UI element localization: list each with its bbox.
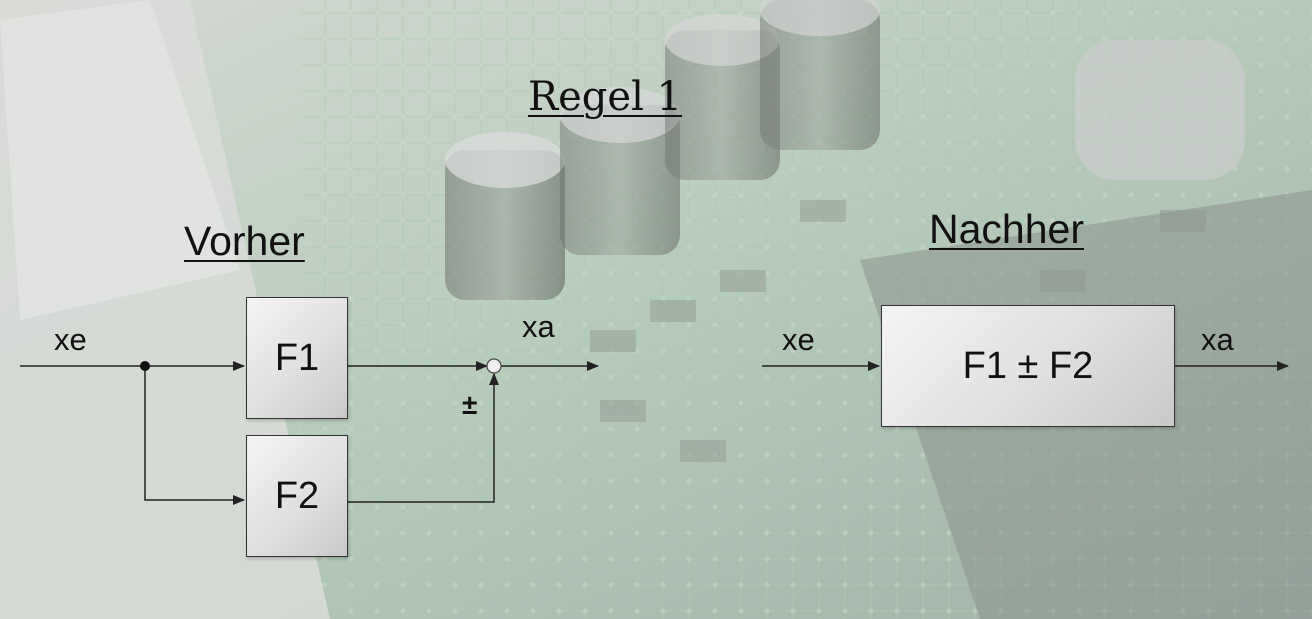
branch-line-to-f2 [144,366,245,505]
output-signal-label-after: xa [1201,322,1234,357]
branch-point [140,361,150,371]
after-heading: Nachher [929,206,1084,252]
block-f2: F2 [246,435,348,557]
block-f1-plus-minus-f2: F1 ± F2 [881,305,1175,427]
summing-sign: ± [462,389,478,420]
output-signal-label-before: xa [522,309,555,344]
input-signal-label-after: xe [782,322,815,357]
summing-point [486,358,502,374]
f2-output-line [348,373,499,503]
before-heading: Vorher [184,218,305,264]
block-f1: F1 [246,297,348,419]
input-signal-label-before: xe [54,322,87,357]
page-title: Regel 1 [528,74,683,120]
